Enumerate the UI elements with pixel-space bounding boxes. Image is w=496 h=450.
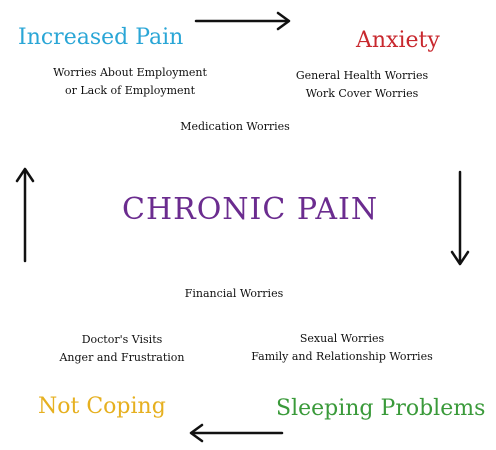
worry-health-line-1: General Health Worries [295,69,429,82]
arrow-down-head [450,250,470,266]
worry-health-line-2: Work Cover Worries [305,87,419,100]
worry-employment-line-2: or Lack of Employment [64,84,196,97]
arrow-right-head [276,11,291,31]
node-not-coping: Not Coping [38,394,166,419]
arrow-left-icon [189,423,284,443]
worry-financial: Financial Worries [164,285,304,303]
worry-financial-line-1: Financial Worries [184,287,284,300]
arrow-left-head [189,423,204,443]
worry-employment: Worries About Employment or Lack of Empl… [36,64,224,100]
worry-relationship-line-2: Family and Relationship Worries [251,350,433,363]
arrow-down-icon [450,170,470,266]
worry-employment-line-1: Worries About Employment [53,66,207,79]
worry-relationship: Sexual Worries Family and Relationship W… [228,330,456,366]
node-increased-pain: Increased Pain [18,25,184,50]
node-anxiety: Anxiety [356,28,440,53]
arrow-up-head [15,167,35,183]
worry-doctor: Doctor's Visits Anger and Frustration [44,331,200,367]
arrow-up-icon [15,167,35,263]
worry-medication: Medication Worries [160,118,310,136]
worry-doctor-line-1: Doctor's Visits [81,333,163,346]
center-title: CHRONIC PAIN [122,192,379,227]
worry-health: General Health Worries Work Cover Worrie… [272,67,452,103]
node-sleeping-problems: Sleeping Problems [276,396,486,421]
arrow-right-icon [194,11,291,31]
worry-doctor-line-2: Anger and Frustration [59,351,185,364]
worry-relationship-line-1: Sexual Worries [299,332,385,345]
worry-medication-line-1: Medication Worries [180,120,290,133]
